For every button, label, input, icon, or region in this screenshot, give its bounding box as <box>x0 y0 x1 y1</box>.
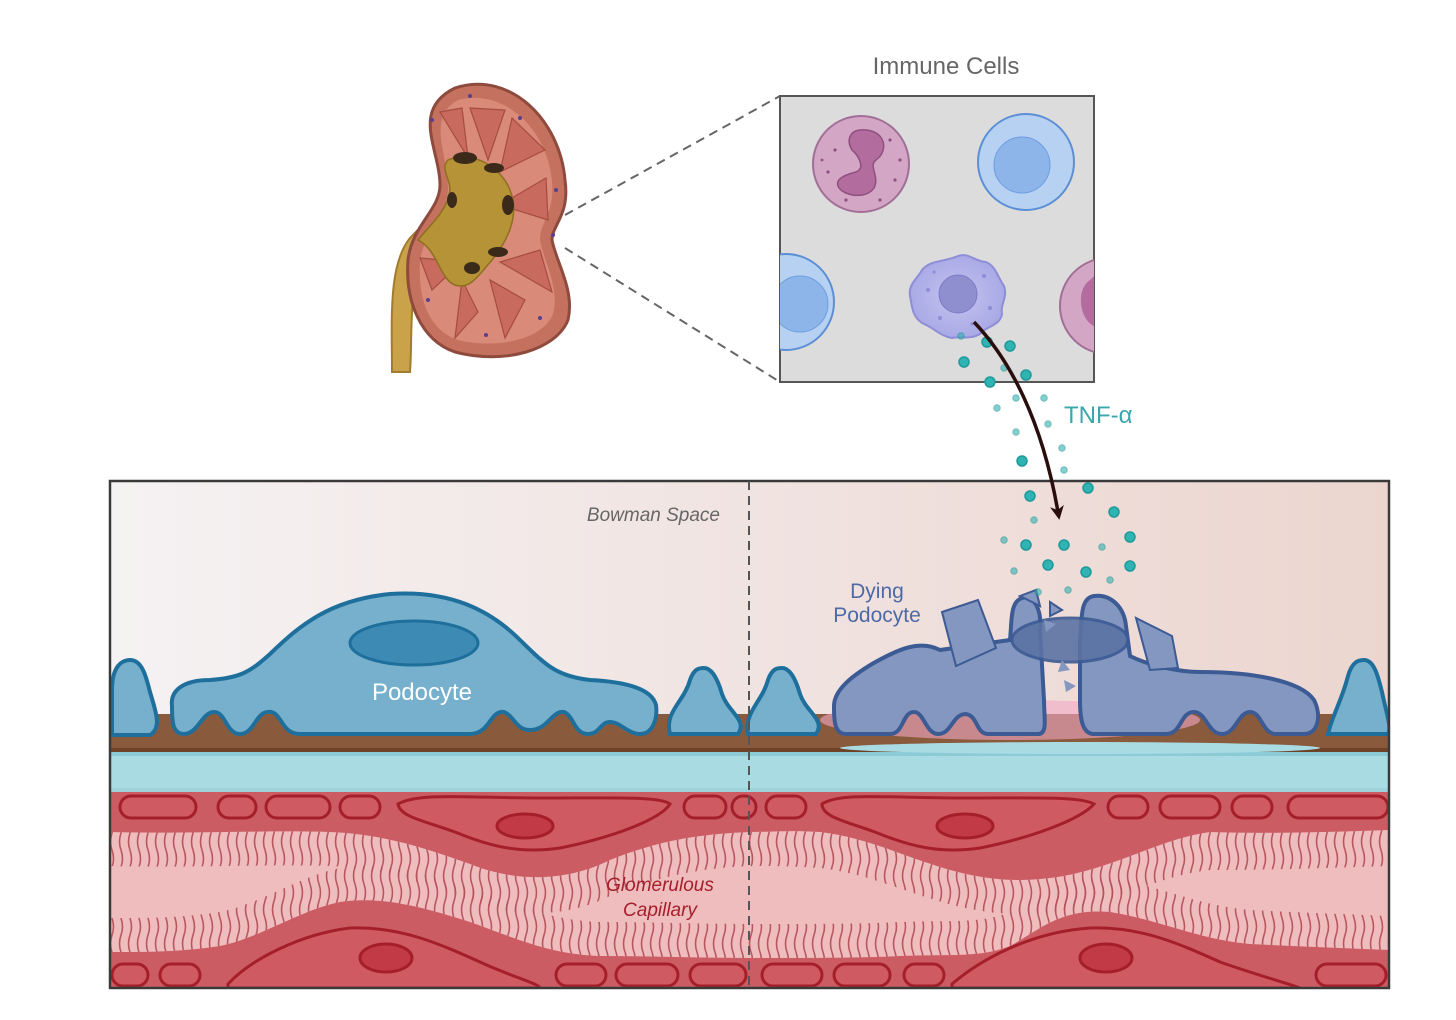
kidney-icon <box>390 82 571 373</box>
endothelium-bottom <box>110 866 1389 988</box>
neutrophil-icon <box>1059 259 1094 353</box>
capillary-label-line2: Capillary <box>623 900 698 921</box>
podocyte-label: Podocyte <box>372 679 472 706</box>
dying-podocyte-label-line1: Dying <box>850 580 904 603</box>
bowman-space-label: Bowman Space <box>587 505 720 526</box>
neutrophil-icon <box>812 115 910 213</box>
capillary-label-line1: Glomerulous <box>606 875 714 896</box>
tnf-alpha-label: TNF-α <box>1064 402 1133 429</box>
tnf-particles-lower <box>1000 482 1136 596</box>
lymphocyte-icon <box>977 113 1075 211</box>
arrow-icon <box>972 320 1064 520</box>
dying-podocyte-label-line2: Podocyte <box>833 604 921 627</box>
immune-cells-title: Immune Cells <box>873 53 1020 80</box>
zoom-lines <box>564 95 781 383</box>
foot-processes <box>110 657 1389 737</box>
podocyte-dying <box>820 588 1321 754</box>
lymphocyte-icon <box>780 253 835 351</box>
podocyte-healthy <box>169 591 659 737</box>
macrophage-icon <box>908 254 1007 340</box>
